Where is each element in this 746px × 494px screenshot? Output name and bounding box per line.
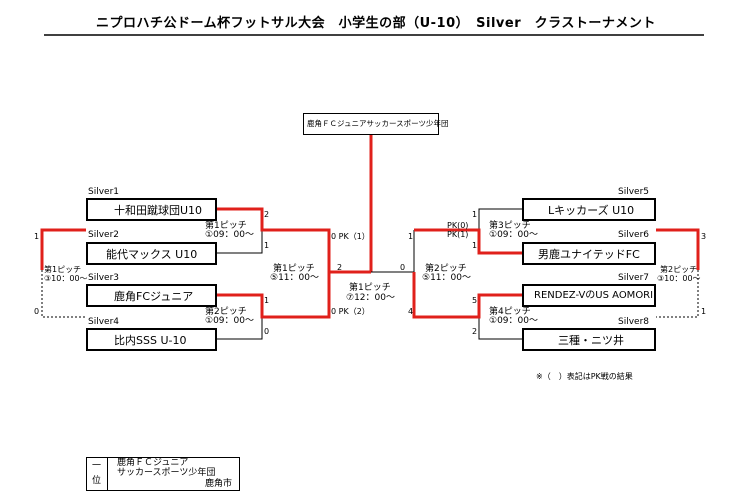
team-box-silver3: 鹿角FCジュニア xyxy=(86,284,217,307)
team-box-silver1: 十和田蹴球団U10 xyxy=(86,198,217,221)
score-final-left: 2 xyxy=(337,263,343,272)
team-box-silver2: 能代マックス U10 xyxy=(86,242,217,265)
score-m3-bottom: 1 xyxy=(472,241,478,250)
score-semi-right-top: 1 xyxy=(408,232,414,241)
pk-note: ※（ ）表記はPK戦の結果 xyxy=(536,372,633,381)
team-box-silver5: Lキッカーズ U10 xyxy=(522,198,656,221)
score-third-left-top: 1 xyxy=(34,232,40,241)
seed-label-silver6: Silver6 xyxy=(618,230,650,240)
rank-char-1: 一 xyxy=(92,461,102,471)
team-box-silver8: 三種・ニツ井 xyxy=(522,328,656,351)
score-m3-bottom-pk: PK(1) xyxy=(447,230,469,239)
score-m3-top-pk: PK(0) xyxy=(447,221,469,230)
team-name: 十和田蹴球団U10 xyxy=(114,204,203,217)
team-name: 比内SSS U-10 xyxy=(114,334,187,347)
team-box-silver7: RENDEZ-VのUS AOMORI xyxy=(522,284,656,307)
score-final-right: 0 xyxy=(400,263,406,272)
team-name: 鹿角FCジュニア xyxy=(114,290,194,303)
team-name: 男鹿ユナイテッドFC xyxy=(538,248,640,261)
third-left-pitch: 第1ピッチ xyxy=(44,265,82,274)
match4-pitch: 第4ピッチ xyxy=(489,307,531,317)
score-m4-top: 5 xyxy=(472,296,478,305)
final-pitch: 第1ピッチ xyxy=(349,283,391,293)
seed-label-silver8: Silver8 xyxy=(618,317,650,327)
seed-label-silver5: Silver5 xyxy=(618,187,650,197)
semi-right-time: ⑤11：00～ xyxy=(422,273,471,283)
score-third-right-top: 3 xyxy=(701,232,707,241)
score-m2-bottom: 0 xyxy=(264,327,270,336)
score-semi-left-bottom: 0 PK（2） xyxy=(331,307,370,316)
team-name: 三種・ニツ井 xyxy=(558,334,624,347)
rank-city: 鹿角市 xyxy=(205,479,233,489)
match2-pitch: 第2ピッチ xyxy=(205,307,247,317)
page-title: ニプロハチ公ドーム杯フットサル大会 小学生の部（U-10） Silver クラス… xyxy=(96,16,656,31)
seed-label-silver1: Silver1 xyxy=(88,187,120,197)
match1-pitch: 第1ピッチ xyxy=(205,221,247,231)
team-name: Lキッカーズ U10 xyxy=(548,204,635,217)
rank-char-2: 位 xyxy=(92,476,102,486)
final-time: ⑦12：00～ xyxy=(346,293,395,303)
score-m1-top: 2 xyxy=(264,210,270,219)
team-name: 能代マックス U10 xyxy=(106,248,198,261)
score-m1-bottom: 1 xyxy=(264,241,270,250)
score-m4-bottom: 2 xyxy=(472,327,478,336)
score-semi-left-top: 0 PK（1） xyxy=(331,232,370,241)
score-m3-top: 1 xyxy=(472,210,478,219)
ranking-table: 一 位 鹿角ＦＣジュニア サッカースポーツ少年団 鹿角市 xyxy=(86,457,240,491)
rank-cell: 一 位 xyxy=(87,458,108,490)
team-name: RENDEZ-VのUS AOMORI xyxy=(534,290,654,301)
score-third-left-bottom: 0 xyxy=(34,307,40,316)
final-winner-box: 鹿角ＦＣジュニアサッカースポーツ少年団 xyxy=(303,113,448,135)
third-right-time: ③10：00～ xyxy=(657,274,701,283)
third-left-time: ③10：00～ xyxy=(44,274,88,283)
match3-time: ①09：00～ xyxy=(489,230,538,240)
score-m2-top: 1 xyxy=(264,296,270,305)
match1-time: ①09：00～ xyxy=(205,230,254,240)
team-box-silver6: 男鹿ユナイテッドFC xyxy=(522,242,656,265)
score-third-right-bottom: 1 xyxy=(701,307,707,316)
seed-label-silver7: Silver7 xyxy=(618,273,650,283)
third-right-pitch: 第2ピッチ xyxy=(660,265,698,274)
rank-team-line2: サッカースポーツ少年団 xyxy=(117,468,216,478)
final-winner-name: 鹿角ＦＣジュニアサッカースポーツ少年団 xyxy=(307,119,449,128)
semi-right-pitch: 第2ピッチ xyxy=(425,264,467,274)
team-box-silver4: 比内SSS U-10 xyxy=(86,328,217,351)
seed-label-silver3: Silver3 xyxy=(88,273,120,283)
seed-label-silver4: Silver4 xyxy=(88,317,120,327)
match2-time: ①09：00～ xyxy=(205,316,254,326)
semi-left-pitch: 第1ピッチ xyxy=(273,264,315,274)
seed-label-silver2: Silver2 xyxy=(88,230,120,240)
match4-time: ①09：00～ xyxy=(489,316,538,326)
rank-team-line1: 鹿角ＦＣジュニア xyxy=(117,458,189,468)
score-semi-right-bottom: 4 xyxy=(408,307,414,316)
match3-pitch: 第3ピッチ xyxy=(489,221,531,231)
semi-left-time: ⑤11：00～ xyxy=(270,273,319,283)
